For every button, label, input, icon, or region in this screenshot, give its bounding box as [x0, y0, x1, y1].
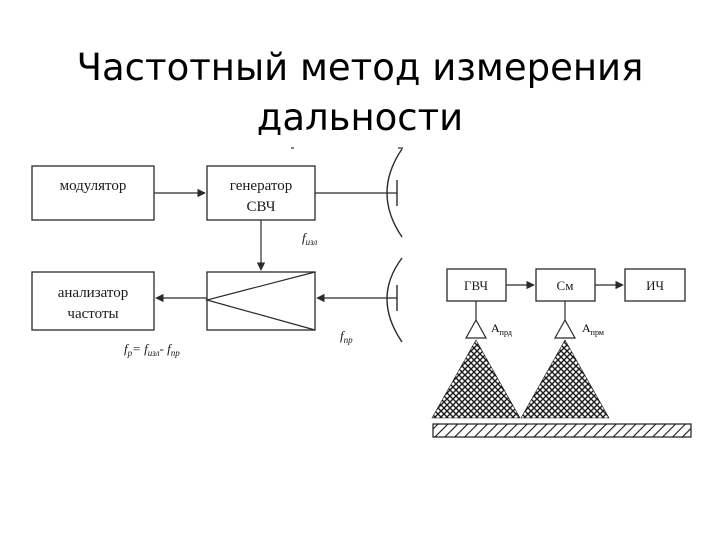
receive-antenna-icon — [386, 257, 403, 343]
ich-label: ИЧ — [646, 278, 664, 293]
rx-beam — [520, 339, 610, 419]
left-diagram: модулятор генератор СВЧ анализатор часто… — [31, 147, 403, 358]
tx-antenna-label: Aпрд — [491, 321, 512, 337]
generator-block: генератор СВЧ — [206, 165, 316, 221]
tx-beam — [431, 339, 521, 419]
transmit-antenna-icon — [291, 147, 403, 238]
mixer-cm-label: См — [557, 278, 574, 293]
rx-antenna-icon — [553, 318, 577, 339]
analyzer-block: анализатор частоты — [31, 271, 155, 331]
title-line-2: дальности — [256, 95, 464, 139]
title-line-1: Частотный метод измерения — [76, 45, 644, 89]
generator-label-line2: СВЧ — [246, 199, 275, 215]
gvch-block: ГВЧ — [446, 268, 507, 302]
mixer-cm-block: См — [535, 268, 596, 302]
tx-antenna-icon — [464, 318, 488, 339]
mixer-block — [204, 271, 316, 331]
slide-title: Частотный метод измерения дальности — [40, 43, 680, 143]
modulator-block: модулятор — [31, 165, 155, 221]
f-recv-label: fпр — [340, 328, 353, 345]
rx-antenna-label: Aпрм — [582, 321, 604, 337]
ich-block: ИЧ — [624, 268, 686, 302]
analyzer-label-line1: анализатор — [58, 285, 129, 301]
ground-surface — [432, 423, 692, 438]
analyzer-label-line2: частоты — [67, 306, 118, 322]
f-emit-label: fизл — [302, 230, 317, 247]
mixer-triangle — [204, 271, 316, 331]
generator-label-line1: генератор — [230, 178, 292, 194]
right-diagram: ГВЧ См ИЧ Aпрд Aпрм — [431, 268, 692, 438]
frequency-formula: fр= fизл- fпр — [124, 341, 180, 358]
modulator-label: модулятор — [60, 178, 127, 194]
gvch-label: ГВЧ — [464, 278, 489, 293]
